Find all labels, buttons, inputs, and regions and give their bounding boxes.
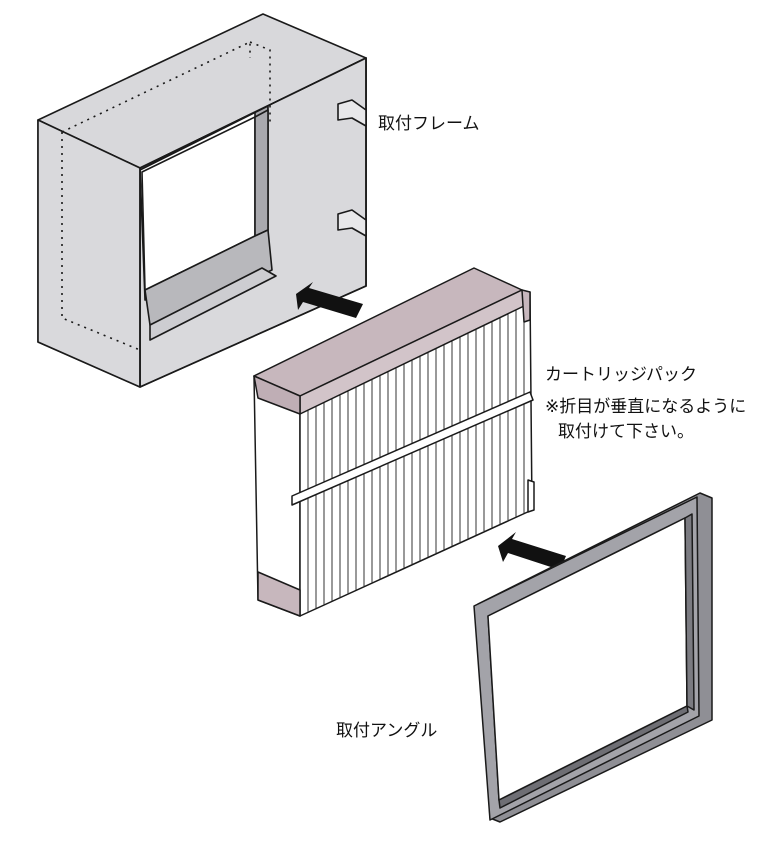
label-orientation-note-line1: ※折目が垂直になるように	[545, 397, 747, 417]
insert-arrow-upper	[296, 282, 363, 318]
pack-pleats	[307, 295, 525, 612]
insert-arrow-lower	[498, 532, 566, 570]
label-cartridge-pack: カートリッジパック	[545, 365, 697, 385]
cartridge-pack	[253, 267, 535, 617]
mounting-angle	[473, 492, 713, 823]
pack-bottom-cap	[257, 571, 301, 617]
frame-hidden-edges	[61, 41, 271, 351]
label-mounting-angle: 取付アングル	[336, 721, 438, 741]
label-mounting-frame: 取付フレーム	[378, 114, 480, 134]
mounting-frame	[37, 13, 367, 388]
frame-clips	[337, 99, 367, 237]
label-orientation-note-line2: 取付けて下さい。	[558, 422, 694, 442]
pack-center-band	[291, 391, 534, 506]
